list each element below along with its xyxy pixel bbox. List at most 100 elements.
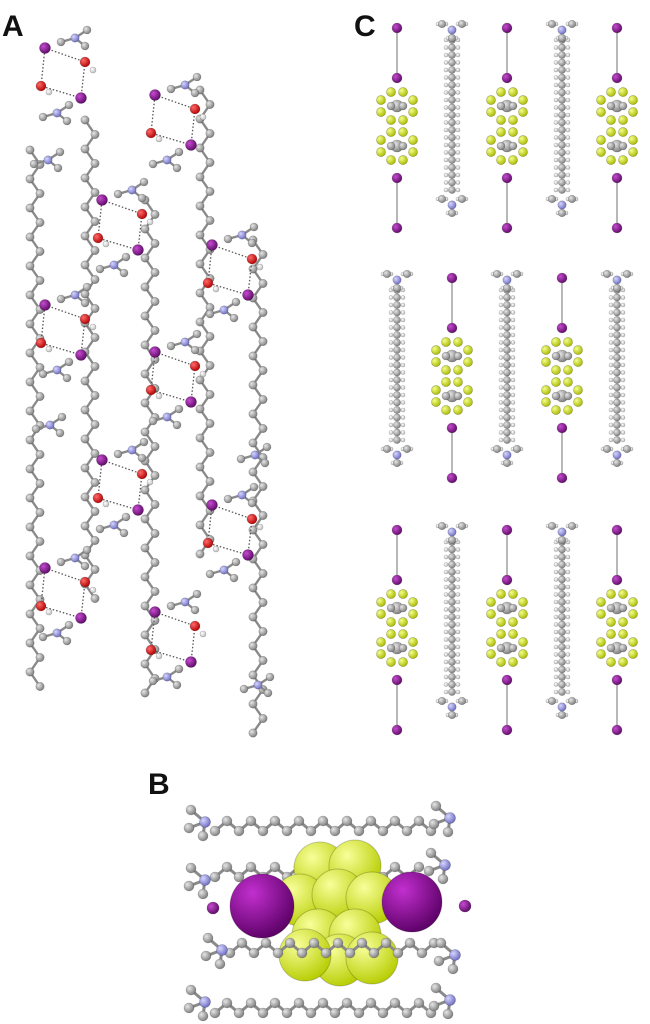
hydrogen-atom [620, 400, 626, 405]
hydrogen-atom [565, 667, 571, 672]
iodine-atom [458, 899, 472, 913]
halogen-bond [40, 47, 46, 87]
carbon-atom [612, 458, 622, 468]
carbon-atom [503, 331, 511, 339]
carbon-atom [150, 210, 160, 220]
carbon-atom [392, 458, 402, 468]
hydrogen-atom [443, 97, 449, 103]
carbon-atom [393, 436, 401, 444]
carbon-atom [223, 494, 233, 504]
nitrogen-atom [70, 290, 80, 300]
iodine-atom [446, 322, 458, 334]
fluorine-atom [408, 597, 418, 607]
carbon-atom [80, 260, 90, 270]
hydrogen-atom [443, 674, 449, 680]
nitrogen-atom [447, 527, 457, 537]
carbon-atom [558, 141, 566, 149]
nitrogen-atom [180, 337, 190, 347]
carbon-atom [140, 311, 150, 321]
carbon-atom [258, 597, 268, 607]
fluorine-atom [508, 155, 518, 165]
hydrogen-atom [443, 652, 449, 657]
carbon-atom [248, 409, 258, 419]
hydrogen-atom [553, 60, 559, 65]
hydrogen-atom [620, 332, 626, 338]
hydrogen-atom [565, 52, 571, 58]
nitrogen-atom [447, 25, 457, 35]
iodine-atom [391, 72, 403, 84]
carbon-atom [90, 274, 100, 284]
hydrogen-atom [565, 82, 571, 88]
hydrogen-atom [553, 120, 559, 125]
carbon-atom [430, 982, 442, 994]
carbon-atom [447, 535, 457, 545]
nitrogen-atom [52, 628, 62, 638]
carbon-atom [269, 861, 281, 873]
carbon-atom [90, 217, 100, 227]
fluorine-atom [618, 617, 628, 627]
carbon-atom [25, 261, 35, 271]
carbon-atom [140, 659, 150, 669]
hydrogen-atom [565, 682, 571, 687]
hydrogen-atom [455, 577, 461, 582]
carbon-atom [195, 230, 205, 240]
carbon-atom [496, 603, 506, 613]
carbon-atom [386, 643, 396, 653]
carbon-atom [558, 66, 566, 74]
carbon-atom [448, 680, 456, 689]
carbon-atom [90, 419, 100, 429]
hydrogen-atom [256, 523, 264, 531]
carbon-atom [503, 368, 511, 377]
carbon-atom [55, 428, 65, 438]
carbon-atom [174, 147, 184, 157]
carbon-atom [448, 126, 456, 134]
fluorine-atom [496, 617, 506, 627]
carbon-atom [258, 655, 268, 665]
carbon-atom [558, 628, 566, 636]
hydrogen-atom [553, 689, 559, 695]
fluorine-atom [606, 127, 616, 137]
hydrogen-atom [620, 302, 626, 308]
carbon-atom [150, 325, 160, 335]
hydrogen-atom [443, 607, 449, 612]
nitrogen-atom [439, 859, 451, 871]
carbon-atom [192, 72, 202, 82]
carbon-atom [508, 141, 518, 151]
carbon-atom [613, 331, 621, 339]
fluorine-atom [496, 155, 506, 165]
nitrogen-atom [180, 80, 190, 90]
carbon-atom [80, 463, 90, 473]
carbon-atom [448, 643, 456, 651]
carbon-atom [442, 826, 454, 838]
carbon-atom [503, 301, 511, 309]
nitrogen-atom [449, 949, 461, 961]
hydrogen-atom [400, 362, 406, 368]
iodine-atom [391, 574, 403, 586]
carbon-atom [398, 603, 408, 613]
hydrogen-atom [565, 45, 571, 50]
carbon-atom [205, 331, 215, 341]
carbon-atom [496, 141, 506, 151]
carbon-atom [62, 636, 72, 646]
carbon-atom [448, 658, 456, 666]
hydrogen-atom [388, 415, 394, 420]
nitrogen-atom [45, 420, 55, 430]
fluorine-atom [606, 629, 616, 639]
carbon-atom [25, 493, 35, 503]
hydrogen-atom [443, 187, 449, 193]
hydrogen-atom [45, 88, 53, 96]
carbon-atom [90, 564, 100, 574]
carbon-atom [382, 269, 392, 279]
carbon-atom [62, 116, 72, 126]
carbon-atom [140, 601, 150, 611]
carbon-atom [492, 444, 502, 454]
nitrogen-atom [52, 365, 62, 375]
hydrogen-atom [443, 682, 449, 687]
hydrogen-atom [199, 370, 207, 378]
iodine-atom [391, 22, 403, 34]
carbon-atom [447, 33, 457, 43]
carbon-atom [448, 553, 456, 561]
carbon-atom [25, 377, 35, 387]
carbon-atom [57, 412, 67, 422]
hydrogen-atom [565, 90, 571, 95]
